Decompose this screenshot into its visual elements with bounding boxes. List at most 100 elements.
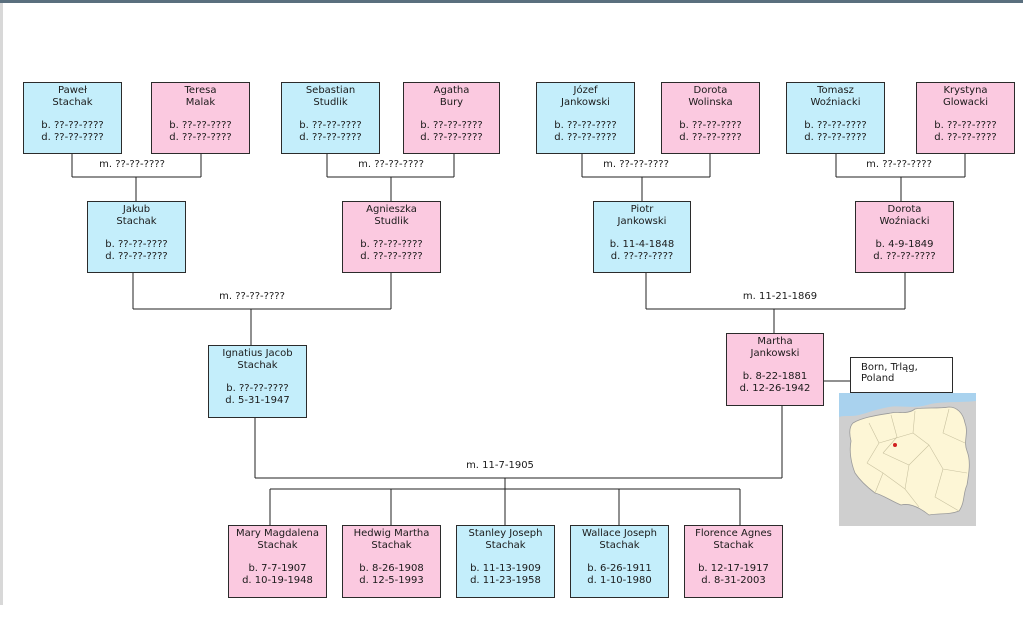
- window-top-border: [0, 0, 1023, 3]
- death-date: d. 10-19-1948: [242, 575, 313, 586]
- person-last-name: Bury: [439, 97, 464, 108]
- marriage-label-ignatius-martha: m. 11-7-1905: [463, 460, 537, 472]
- death-date: d. ??-??-????: [679, 132, 742, 143]
- person-first-name: Paweł: [58, 85, 87, 96]
- person-last-name: Stachak: [116, 216, 157, 227]
- map-sea: [839, 393, 976, 417]
- birth-date: b. ??-??-????: [226, 383, 289, 394]
- person-first-name: Piotr: [630, 204, 654, 215]
- map-location-dot: [893, 443, 897, 447]
- person-card-sebastian[interactable]: Sebastian Studlik b. ??-??-????d. ??-??-…: [281, 82, 380, 154]
- person-first-name: Mary Magdalena: [236, 528, 319, 539]
- person-last-name: Stachak: [52, 97, 93, 108]
- marriage-label-jakub-agnieszka: m. ??-??-????: [216, 291, 288, 303]
- death-date: d. ??-??-????: [169, 132, 232, 143]
- birth-date: b. 7-7-1907: [248, 563, 307, 574]
- person-last-name: Stachak: [713, 540, 754, 551]
- birth-date: b. ??-??-????: [299, 120, 362, 131]
- person-last-name: Jankowski: [750, 348, 800, 359]
- person-first-name: Teresa: [184, 85, 217, 96]
- marriage-label-piotr-dorota: m. 11-21-1869: [739, 291, 821, 303]
- marriage-label-tomasz-krystyna: m. ??-??-????: [863, 159, 935, 171]
- person-card-agnieszka[interactable]: Agnieszka Studlik b. ??-??-????d. ??-??-…: [342, 201, 441, 273]
- window-left-border: [0, 3, 3, 605]
- person-card-dorota-wolinska[interactable]: Dorota Wolinska b. ??-??-????d. ??-??-??…: [661, 82, 760, 154]
- person-card-krystyna[interactable]: Krystyna Glowacki b. ??-??-????d. ??-??-…: [916, 82, 1015, 154]
- marriage-label-sebastian-agatha: m. ??-??-????: [355, 159, 427, 171]
- death-date: d. 12-26-1942: [739, 383, 811, 394]
- birth-date: b. 8-22-1881: [742, 371, 808, 382]
- birth-date: b. ??-??-????: [804, 120, 867, 131]
- person-first-name: Józef: [573, 85, 598, 96]
- birth-date: b. ??-??-????: [679, 120, 742, 131]
- birth-date: b. 12-17-1917: [698, 563, 769, 574]
- person-first-name: Tomasz: [817, 85, 854, 96]
- birth-date: b. 11-4-1848: [609, 239, 675, 250]
- person-card-tomasz[interactable]: Tomasz Woźniacki b. ??-??-????d. ??-??-?…: [786, 82, 885, 154]
- death-date: d. ??-??-????: [554, 132, 617, 143]
- death-date: d. ??-??-????: [420, 132, 483, 143]
- person-first-name: Dorota: [693, 85, 728, 96]
- person-first-name: Ignatius Jacob: [222, 348, 293, 359]
- death-date: d. ??-??-????: [934, 132, 997, 143]
- person-card-agatha[interactable]: Agatha Bury b. ??-??-????d. ??-??-????: [403, 82, 500, 154]
- person-card-jozef[interactable]: Józef Jankowski b. ??-??-????d. ??-??-??…: [536, 82, 635, 154]
- person-card-ignatius[interactable]: Ignatius Jacob Stachak b. ??-??-????d. 5…: [208, 345, 307, 418]
- death-date: d. 12-5-1993: [359, 575, 424, 586]
- person-first-name: Florence Agnes: [695, 528, 772, 539]
- death-date: d. ??-??-????: [41, 132, 104, 143]
- birth-date: b. ??-??-????: [934, 120, 997, 131]
- birth-date: b. 4-9-1849: [875, 239, 934, 250]
- person-last-name: Jankowski: [561, 97, 610, 108]
- person-card-teresa[interactable]: Teresa Malak b. ??-??-????d. ??-??-????: [151, 82, 250, 154]
- birth-date: b. 11-13-1909: [470, 563, 541, 574]
- person-first-name: Krystyna: [943, 85, 988, 96]
- person-last-name: Stachak: [371, 540, 412, 551]
- death-date: d. ??-??-????: [105, 251, 168, 262]
- person-card-pawel[interactable]: Paweł Stachak b. ??-??-????d. ??-??-????: [23, 82, 122, 154]
- person-last-name: Stachak: [237, 360, 278, 371]
- death-date: d. ??-??-????: [360, 251, 423, 262]
- death-date: d. ??-??-????: [610, 251, 674, 262]
- person-last-name: Wolinska: [688, 97, 733, 108]
- birth-date: b. ??-??-????: [360, 239, 423, 250]
- birth-date: b. ??-??-????: [105, 239, 168, 250]
- person-last-name: Studlik: [374, 216, 409, 227]
- birth-date: b. 6-26-1911: [587, 563, 652, 574]
- person-first-name: Stanley Joseph: [468, 528, 543, 539]
- person-last-name: Jankowski: [617, 216, 667, 227]
- birth-date: b. 8-26-1908: [359, 563, 424, 574]
- person-last-name: Glowacki: [942, 97, 989, 108]
- death-date: d. ??-??-????: [804, 132, 867, 143]
- birth-date: b. ??-??-????: [554, 120, 617, 131]
- birth-date: b. ??-??-????: [420, 120, 483, 131]
- person-first-name: Wallace Joseph: [581, 528, 657, 539]
- person-first-name: Martha: [757, 336, 793, 347]
- person-first-name: Agatha: [433, 85, 470, 96]
- death-date: d. 8-31-2003: [701, 575, 766, 586]
- map-poland: [849, 406, 970, 516]
- person-first-name: Jakub: [122, 204, 151, 215]
- birthplace-note-line2: Poland: [861, 373, 895, 384]
- person-first-name: Agnieszka: [366, 204, 417, 215]
- poland-locator-map: [839, 393, 976, 526]
- person-last-name: Studlik: [313, 97, 348, 108]
- person-last-name: Stachak: [599, 540, 640, 551]
- person-last-name: Stachak: [257, 540, 298, 551]
- person-last-name: Woźniacki: [879, 216, 930, 227]
- person-last-name: Stachak: [485, 540, 526, 551]
- person-last-name: Malak: [185, 97, 216, 108]
- marriage-label-jozef-dorota: m. ??-??-????: [600, 159, 672, 171]
- person-card-jakub[interactable]: Jakub Stachak b. ??-??-????d. ??-??-????: [87, 201, 186, 273]
- death-date: d. ??-??-????: [299, 132, 362, 143]
- person-first-name: Hedwig Martha: [353, 528, 430, 539]
